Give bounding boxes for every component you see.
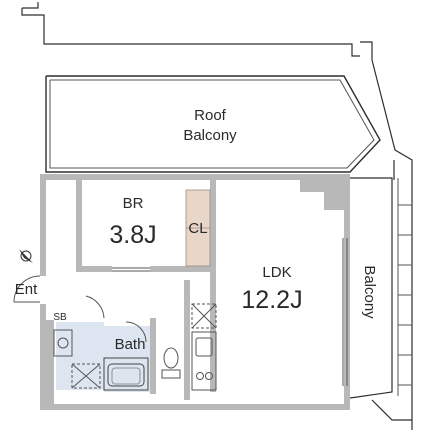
br-label: BR [123, 195, 144, 212]
wet-area [56, 295, 150, 392]
ldk-label: LDK [262, 264, 291, 281]
bathtub-icon [111, 367, 141, 385]
ldk-size: 12.2J [241, 286, 302, 314]
bath-label: Bath [115, 336, 146, 353]
roof-balcony-area [45, 75, 381, 173]
entrance-door [13, 275, 41, 303]
fridge-icon [191, 303, 217, 329]
sink-icon [195, 337, 213, 357]
walls [36, 174, 350, 410]
sliding-doors [112, 238, 348, 386]
closet-label: CL [188, 220, 207, 237]
stove-icon [196, 372, 213, 380]
shoe-box-label: SB [53, 312, 67, 323]
balcony-label: Balcony [361, 265, 378, 319]
kitchen-counter [191, 331, 217, 391]
balcony-rail [398, 204, 412, 386]
north-arrow-icon [19, 249, 33, 263]
roof-balcony-label-1: Roof [194, 107, 227, 124]
roof-balcony-label-2: Balcony [183, 127, 237, 144]
basin-icon [53, 329, 73, 357]
toilet-icon [161, 347, 181, 379]
entrance-label: Ent [15, 281, 38, 298]
side-balcony-area [349, 177, 412, 421]
br-size: 3.8J [109, 221, 156, 249]
closet [185, 189, 211, 267]
washer-icon [71, 363, 101, 389]
